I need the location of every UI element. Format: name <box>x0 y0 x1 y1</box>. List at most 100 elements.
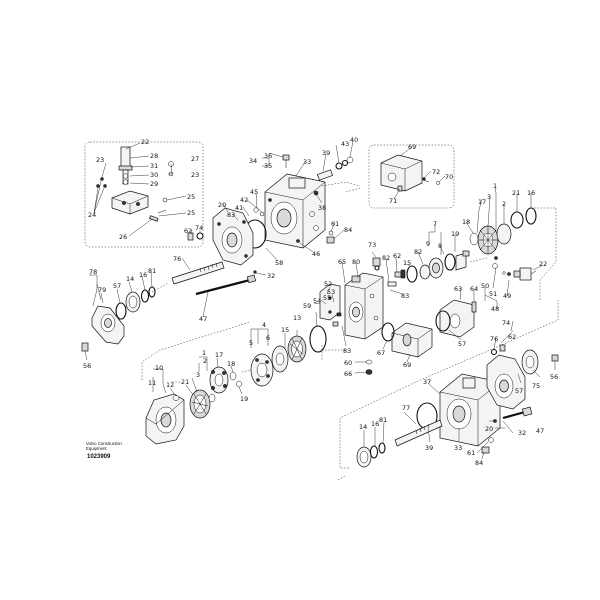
callout-63: 63 <box>454 285 462 293</box>
shoe-holder-part <box>189 389 211 419</box>
caption-company: Volvo Construction <box>86 441 122 446</box>
oring-57b-part <box>435 310 451 332</box>
oring-67-part <box>381 322 395 342</box>
callout-23-right: 23 <box>191 171 199 179</box>
valve-cover-69b-part <box>391 322 433 358</box>
oring-57-part <box>115 302 127 320</box>
plug-61-part <box>328 230 334 236</box>
end-flange-part <box>212 207 254 266</box>
callout-59: 59 <box>303 302 311 310</box>
bolt-47b-part <box>502 410 526 420</box>
callout-81-lower: 81 <box>379 416 387 424</box>
callout-57-lower: 57 <box>515 387 523 395</box>
callout-52: 52 <box>324 280 332 288</box>
callout-51: 51 <box>489 290 497 298</box>
retainer-17-part <box>209 366 229 394</box>
front-flange-part <box>91 305 125 345</box>
center-valve-block <box>313 251 404 375</box>
callout-50: 50 <box>481 282 489 290</box>
callout-76-lower: 76 <box>490 335 498 343</box>
callout-72: 72 <box>432 168 440 176</box>
callout-22-right: 22 <box>539 260 547 268</box>
callout-24: 24 <box>88 211 96 219</box>
callout-21-left: 21 <box>181 378 189 386</box>
callout-18-right: 18 <box>462 218 470 226</box>
side-plate-part <box>319 283 341 321</box>
upper-pump-assembly <box>171 140 361 318</box>
pump-housing-part <box>264 173 326 249</box>
washer-51-part <box>492 263 498 269</box>
callout-61-upper: 61 <box>331 220 339 228</box>
seal-74b-part <box>490 348 498 356</box>
callout-69-lower: 69 <box>403 361 411 369</box>
detail-box-frame <box>84 141 204 248</box>
callout-7: 7 <box>433 220 437 228</box>
ring-16-part <box>140 289 150 303</box>
callout-83-center: 83 <box>401 292 409 300</box>
callout-39-upper: 39 <box>322 149 330 157</box>
callout-61-lower: 61 <box>467 449 475 457</box>
pin-12-part <box>172 395 180 401</box>
callout-13: 13 <box>293 314 301 322</box>
plug-82b-part <box>387 281 397 287</box>
callout-12: 12 <box>166 381 174 389</box>
callout-54: 54 <box>313 297 321 305</box>
callout-18-left: 18 <box>227 360 235 368</box>
ring-16c-part <box>369 445 379 459</box>
callout-3-left: 3 <box>196 371 200 379</box>
oring-13-part <box>309 325 327 353</box>
callout-5: 5 <box>249 339 253 347</box>
lower-pump-assembly <box>337 300 559 481</box>
callout-23-left: 23 <box>96 156 104 164</box>
callout-16-left: 16 <box>139 271 147 279</box>
callout-40: 40 <box>350 136 358 144</box>
bolt-64-part <box>471 301 477 313</box>
callout-29: 29 <box>150 180 158 188</box>
ring-16b-part <box>525 207 537 225</box>
callout-84-lower: 84 <box>475 459 483 467</box>
front-flange-assembly <box>81 271 169 361</box>
callout-36: 36 <box>264 152 272 160</box>
detail-box-frame-2 <box>368 144 455 209</box>
callout-26: 26 <box>119 233 127 241</box>
callout-37: 37 <box>423 378 431 386</box>
callout-82-right: 82 <box>414 248 422 256</box>
callout-76-upper: 76 <box>173 255 181 263</box>
cylinder-block-part <box>250 353 274 387</box>
solenoid-valve-part <box>96 146 174 222</box>
callout-1-left: 1 <box>202 349 206 357</box>
callout-15-right: 15 <box>403 259 411 267</box>
callout-77: 77 <box>402 404 410 412</box>
callout-65: 65 <box>338 258 346 266</box>
valve-body-part <box>344 272 384 340</box>
callout-8: 8 <box>438 242 442 250</box>
bearing-15-part <box>287 335 307 363</box>
callout-71: 71 <box>389 197 397 205</box>
gear-pump-assembly <box>400 186 557 309</box>
lower-flange-part <box>486 354 526 410</box>
callout-33-lower: 33 <box>454 444 462 452</box>
callout-30: 30 <box>150 171 158 179</box>
callout-74-upper: 74 <box>195 224 203 232</box>
callout-28: 28 <box>150 152 158 160</box>
detail-box-leaders <box>93 142 187 237</box>
callout-53: 53 <box>327 288 335 296</box>
bolt-56-part <box>81 342 89 352</box>
callout-60: 60 <box>344 359 352 367</box>
bearing-8-part <box>419 264 431 280</box>
callout-17-right: 17 <box>478 198 486 206</box>
plug-84b-part <box>481 446 490 454</box>
seal-45-part <box>253 207 259 213</box>
bolt-56b-part <box>551 354 559 362</box>
top-fittings <box>282 154 354 196</box>
detail-box-cover <box>368 144 455 209</box>
callout-14-lower: 14 <box>359 423 367 431</box>
callout-10: 10 <box>155 364 163 372</box>
lower-housing-part <box>439 373 501 447</box>
callout-16-lower: 16 <box>371 420 379 428</box>
callout-48: 48 <box>491 305 499 313</box>
callout-2-left: 2 <box>203 357 207 365</box>
callout-17-left: 17 <box>215 351 223 359</box>
callout-15-center: 15 <box>281 326 289 334</box>
